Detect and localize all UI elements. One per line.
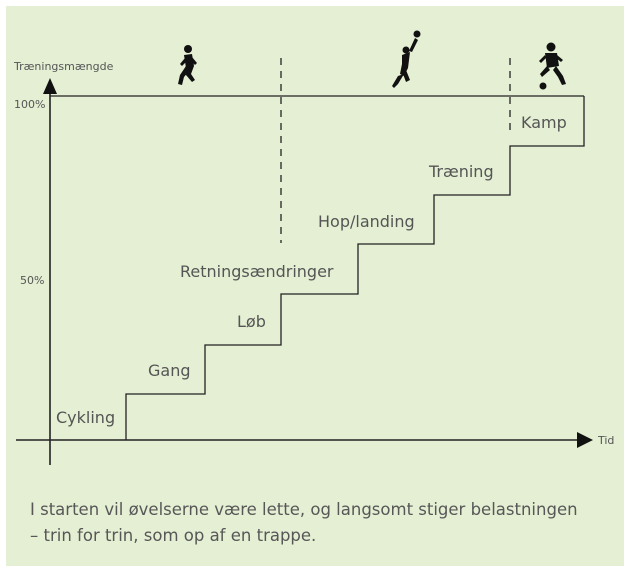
caption-line-1: I starten vil øvelserne være lette, og l… (30, 500, 578, 519)
y-axis-arrow (43, 78, 57, 94)
diagram-panel (6, 6, 624, 566)
staircase-line (125, 96, 585, 440)
basketball-player-icon (392, 30, 421, 88)
runner-icon (178, 45, 197, 85)
tick-50: 50% (20, 274, 44, 287)
step-label-hop-landing: Hop/landing (318, 212, 415, 231)
step-label-lob: Løb (237, 312, 266, 331)
step-label-retningsaendringer: Retningsændringer (180, 262, 334, 281)
step-label-traening: Træning (428, 162, 494, 181)
caption-text: I starten vil øvelserne være lette, og l… (30, 497, 610, 549)
step-label-cykling: Cykling (56, 408, 115, 427)
step-label-kamp: Kamp (521, 113, 567, 132)
caption-line-2: – trin for trin, som op af en trappe. (30, 526, 317, 545)
y-axis-label: Træningsmængde (13, 60, 114, 73)
soccer-player-icon (539, 42, 566, 90)
step-label-gang: Gang (148, 361, 191, 380)
tick-100: 100% (14, 98, 45, 111)
x-axis-arrow (577, 432, 593, 448)
x-axis-label: Tid (597, 434, 614, 447)
